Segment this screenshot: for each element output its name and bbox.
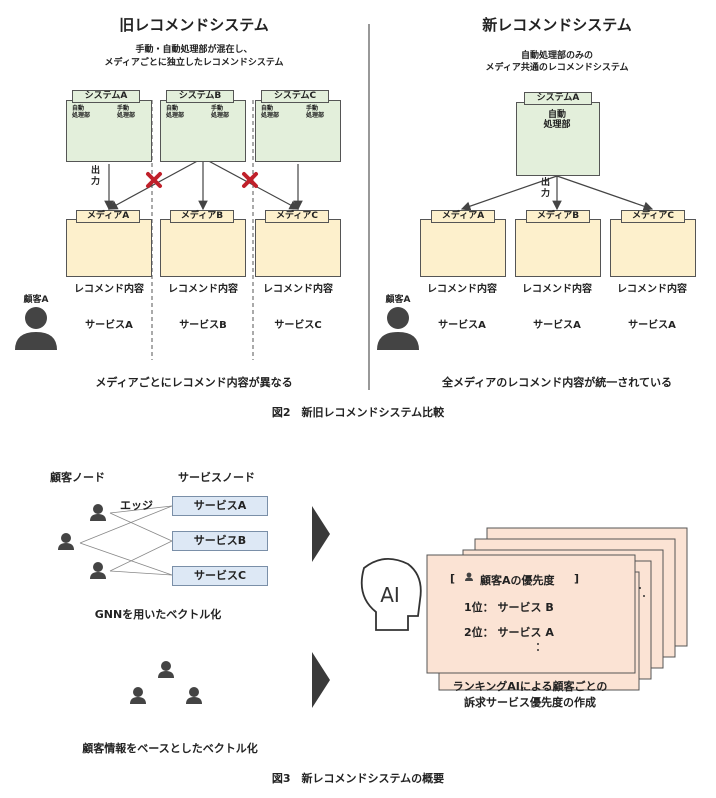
auto-processing-label: 自動 処理部 xyxy=(261,105,280,119)
service-node-label: サービスノード xyxy=(178,471,255,484)
customer-node-icon xyxy=(90,504,106,521)
system-b-tab: システムB xyxy=(166,90,234,103)
ranking-caption-1: ランキングAIによる顧客ごとの xyxy=(452,680,608,693)
media-b-tab: メディアB xyxy=(526,210,590,223)
old-system-caption: メディアごとにレコメンド内容が異なる xyxy=(95,376,293,389)
media-a-box xyxy=(66,219,152,277)
auto-processing-label: 自動 処理部 xyxy=(72,105,91,119)
system-a-tab: システムA xyxy=(72,90,140,103)
ranking-caption-2: 訴求サービス優先度の作成 xyxy=(464,696,596,709)
new-system-caption: 全メディアのレコメンド内容が統一されている xyxy=(442,376,672,389)
recommend-label: レコメンド内容 xyxy=(263,284,333,295)
customer-icon xyxy=(377,307,419,350)
flow-arrow-icon xyxy=(312,506,330,562)
figure2-caption: 図2 新旧レコメンドシステム比較 xyxy=(271,406,445,419)
service-node-a: サービスA xyxy=(172,496,268,516)
media-c-box xyxy=(255,219,341,277)
new-system-subtitle-1: 自動処理部のみの xyxy=(520,51,594,61)
new-system-tab: システムA xyxy=(524,92,592,105)
priority-cards xyxy=(426,527,688,691)
service-node-c: サービスC xyxy=(172,566,268,586)
service-node-b: サービスB xyxy=(172,531,268,551)
service-label: サービスC xyxy=(274,320,322,331)
system-c-box xyxy=(255,100,341,162)
media-c-box xyxy=(610,219,696,277)
service-label: サービスA xyxy=(438,320,486,331)
new-system-title: 新レコメンドシステム xyxy=(482,16,632,34)
auto-processing-label: 自動 処理部 xyxy=(543,110,571,130)
service-label: サービスA xyxy=(628,320,676,331)
customer-node-label: 顧客ノード xyxy=(50,471,105,484)
media-c-tab: メディアC xyxy=(621,210,685,223)
recommend-label: レコメンド内容 xyxy=(522,284,592,295)
svg-text:AI: AI xyxy=(380,583,400,607)
card-bracket-right: ] xyxy=(574,572,580,585)
recommend-label: レコメンド内容 xyxy=(74,284,144,295)
customer-info-icon xyxy=(130,661,202,704)
old-system-subtitle-1: 手動・自動処理部が混在し、 xyxy=(135,45,253,55)
graph-edges xyxy=(79,505,173,576)
rank-1: 1位： サービス B xyxy=(464,601,554,614)
service-label: サービスB xyxy=(179,320,227,331)
media-b-tab: メディアB xyxy=(170,210,234,223)
customer-icon xyxy=(15,307,57,350)
customer-label: 顧客A xyxy=(385,295,411,305)
auto-processing-label: 自動 処理部 xyxy=(166,105,185,119)
media-a-tab: メディアA xyxy=(431,210,495,223)
block-cross-icon xyxy=(242,172,258,188)
flow-arrow-icon xyxy=(312,652,330,708)
gnn-caption: GNNを用いたベクトル化 xyxy=(94,608,222,621)
figure3-caption: 図3 新レコメンドシステムの概要 xyxy=(271,772,445,785)
media-a-tab: メディアA xyxy=(76,210,140,223)
rank-2: 2位： サービス A xyxy=(464,626,554,639)
manual-processing-label: 手動 処理部 xyxy=(117,105,136,119)
media-b-box xyxy=(515,219,601,277)
manual-processing-label: 手動 処理部 xyxy=(211,105,230,119)
media-c-tab: メディアC xyxy=(265,210,329,223)
card-bracket-left: [ xyxy=(450,572,456,585)
edge-label: エッジ xyxy=(120,499,153,512)
old-system-subtitle-2: メディアごとに独立したレコメンドシステム xyxy=(104,58,284,68)
customer-node-icon xyxy=(90,562,106,579)
manual-processing-label: 手動 処理部 xyxy=(306,105,325,119)
recommend-label: レコメンド内容 xyxy=(617,284,687,295)
ranking-ai-icon: AI xyxy=(360,558,422,631)
media-a-box xyxy=(420,219,506,277)
system-c-tab: システムC xyxy=(261,90,329,103)
service-label: サービスA xyxy=(85,320,133,331)
old-system-title: 旧レコメンドシステム xyxy=(119,16,269,34)
customer-info-caption: 顧客情報をベースとしたベクトル化 xyxy=(82,742,258,755)
customer-label: 顧客A xyxy=(23,295,49,305)
system-b-box xyxy=(160,100,246,162)
recommend-label: レコメンド内容 xyxy=(168,284,238,295)
service-label: サービスA xyxy=(533,320,581,331)
recommend-label: レコメンド内容 xyxy=(427,284,497,295)
media-b-box xyxy=(160,219,246,277)
output-label: 出 力 xyxy=(541,178,551,199)
system-a-box xyxy=(66,100,152,162)
output-label: 出 力 xyxy=(91,166,101,187)
new-system-subtitle-2: メディア共通のレコメンドシステム xyxy=(485,63,629,73)
block-cross-icon xyxy=(146,172,162,188)
card-header: 顧客Aの優先度 xyxy=(480,574,555,587)
customer-node-icon xyxy=(58,533,74,550)
new-system-box xyxy=(516,102,600,176)
